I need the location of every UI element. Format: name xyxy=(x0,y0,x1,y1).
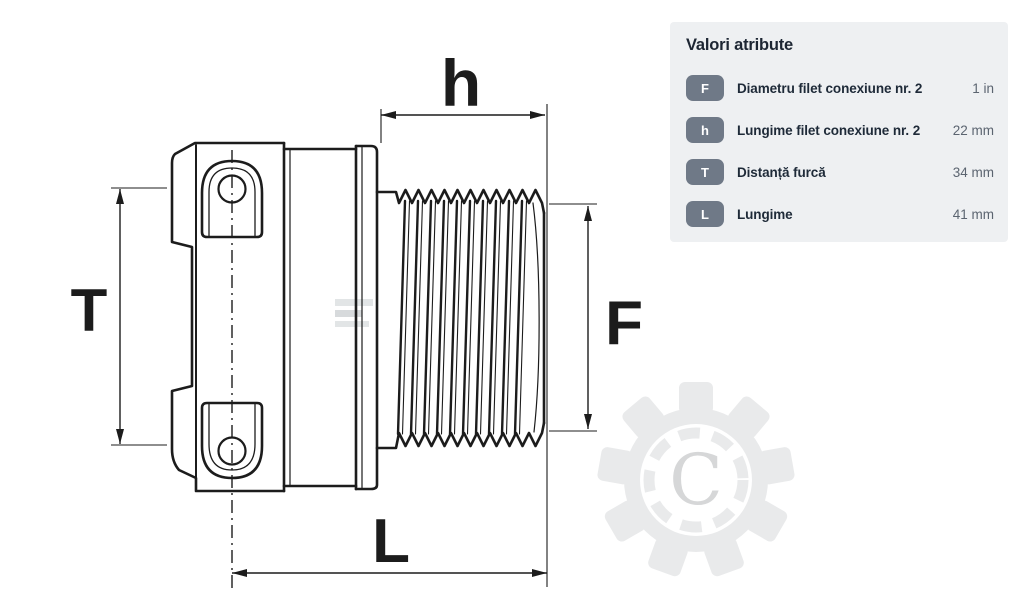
dim-label-T: T xyxy=(71,277,108,344)
attribute-badge-h: h xyxy=(686,117,724,143)
fitting-outline xyxy=(170,141,546,493)
attribute-badge-F: F xyxy=(686,75,724,101)
attributes-panel-title: Valori atribute xyxy=(686,36,794,54)
gear-watermark-letter: C xyxy=(669,439,723,521)
attribute-row-T: T Distanță furcă 34 mm xyxy=(686,151,994,193)
attributes-panel: Valori atribute F Diametru filet conexiu… xyxy=(670,22,1008,242)
attribute-badge-T: T xyxy=(686,159,724,185)
gear-watermark-icon: C xyxy=(597,382,795,577)
attribute-badge-L: L xyxy=(686,201,724,227)
attribute-value: 34 mm xyxy=(952,164,994,180)
attribute-label: Diametru filet conexiune nr. 2 xyxy=(737,80,923,96)
attribute-value: 41 mm xyxy=(952,206,994,222)
dimension-lines xyxy=(111,104,597,592)
attribute-label: Lungime filet conexiune nr. 2 xyxy=(737,122,921,138)
logo-watermark xyxy=(335,299,373,327)
dimension-arrowheads xyxy=(116,111,592,577)
dim-label-L: L xyxy=(372,507,410,576)
dim-label-F: F xyxy=(605,289,643,358)
attribute-value: 22 mm xyxy=(952,122,994,138)
attribute-row-F: F Diametru filet conexiune nr. 2 1 in xyxy=(686,67,994,109)
attribute-row-h: h Lungime filet conexiune nr. 2 22 mm xyxy=(686,109,994,151)
attribute-label: Lungime xyxy=(737,206,793,222)
attribute-value: 1 in xyxy=(972,80,994,96)
dim-label-h: h xyxy=(441,46,481,120)
attribute-label: Distanță furcă xyxy=(737,164,826,180)
attribute-row-L: L Lungime 41 mm xyxy=(686,193,994,235)
